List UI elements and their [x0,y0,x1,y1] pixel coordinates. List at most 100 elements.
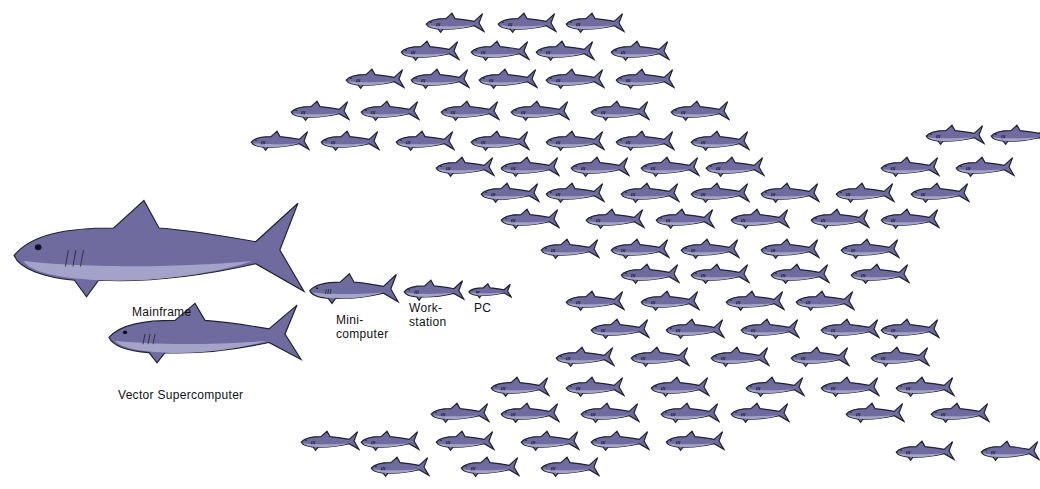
small-shark [436,431,494,450]
small-shark [836,183,894,202]
small-shark [796,291,854,310]
mainframe-shark [14,201,304,297]
small-shark [616,69,674,88]
small-shark [541,239,599,258]
small-shark [871,347,929,366]
small-shark [991,125,1040,144]
small-shark [671,101,729,120]
small-shark [586,209,644,228]
small-shark [851,264,909,283]
small-shark [621,264,679,283]
small-shark [481,183,539,202]
small-shark [731,403,789,422]
small-shark [691,131,749,150]
small-shark [611,239,669,258]
small-shark [621,183,679,202]
small-shark [761,183,819,202]
small-shark [711,347,769,366]
small-shark [841,239,899,258]
small-shark [771,264,829,283]
small-shark [501,157,559,176]
small-shark [321,131,379,150]
small-shark [661,403,719,422]
small-shark [691,264,749,283]
small-shark [981,441,1039,460]
device-label: Mini- computer [336,313,392,341]
small-shark [426,13,484,32]
small-shark [881,319,939,338]
small-shark [616,131,674,150]
device-label: Vector Supercomputer [118,388,318,402]
small-shark [491,377,549,396]
small-shark [411,69,469,88]
small-shark [681,239,739,258]
small-shark [641,291,699,310]
small-shark [741,319,799,338]
small-shark [881,157,939,176]
workstation-shark [404,280,464,300]
small-shark [566,377,624,396]
small-shark [591,431,649,450]
small-shark [301,431,359,450]
small-shark [631,347,689,366]
small-shark [371,457,429,476]
minicomputer-shark [310,274,398,304]
small-shark [591,101,649,120]
device-label: PC [474,301,504,315]
device-label: Work- station [409,301,455,329]
small-shark [546,69,604,88]
small-shark [541,457,599,476]
small-shark [651,377,709,396]
small-shark [401,41,459,60]
small-shark [521,431,579,450]
small-shark [591,319,649,338]
small-shark [566,13,624,32]
small-shark [666,431,724,450]
small-shark [956,157,1014,176]
small-shark [896,377,954,396]
small-shark [791,347,849,366]
small-shark [911,183,969,202]
small-shark [461,457,519,476]
small-shark [479,69,537,88]
small-shark [881,209,939,228]
small-shark [811,209,869,228]
small-shark [471,131,529,150]
small-shark [546,131,604,150]
small-shark [731,209,789,228]
small-shark [581,403,639,422]
small-shark [821,319,879,338]
small-shark [931,403,989,422]
small-shark [746,377,804,396]
small-shark [536,41,594,60]
supercomputer-shark [109,303,301,363]
small-shark [471,41,529,60]
small-shark [556,347,614,366]
small-shark [571,157,629,176]
small-shark [346,69,404,88]
small-shark [726,291,784,310]
small-shark [511,101,569,120]
small-shark [566,291,624,310]
small-shark [666,319,724,338]
small-shark [431,403,489,422]
small-shark [291,101,349,120]
small-shark [396,131,454,150]
small-shark [611,41,669,60]
shark-school [251,13,1040,476]
pc-shark [469,284,511,298]
small-shark [498,13,556,32]
small-shark [546,183,604,202]
device-label: Mainframe [132,305,252,319]
small-shark [361,431,419,450]
small-shark [361,101,419,120]
small-shark [436,157,494,176]
small-shark [251,131,309,150]
small-shark [691,183,749,202]
small-shark [846,403,904,422]
small-shark [706,157,764,176]
small-shark [896,441,954,460]
small-shark [821,377,879,396]
